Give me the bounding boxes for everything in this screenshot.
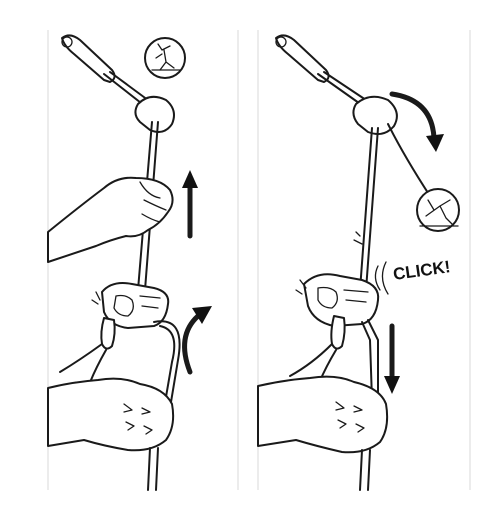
climber-inset bbox=[144, 37, 186, 79]
right-panel: CLICK! bbox=[257, 30, 471, 491]
arrow-down-icon bbox=[384, 323, 400, 394]
belay-device bbox=[295, 273, 380, 327]
belay-device bbox=[91, 282, 170, 329]
quickdraw bbox=[61, 34, 175, 133]
rope-upper bbox=[359, 127, 373, 291]
quickdraw bbox=[275, 34, 398, 135]
rope-tail bbox=[147, 447, 159, 491]
upper-hand bbox=[47, 176, 174, 263]
left-panel bbox=[47, 30, 239, 491]
rope-brake-side bbox=[159, 325, 176, 421]
rope-tail bbox=[359, 449, 371, 491]
harness-carabiner bbox=[59, 317, 116, 401]
rope-brake-side bbox=[153, 320, 181, 421]
brake-hand bbox=[47, 377, 175, 452]
brake-hand bbox=[257, 375, 389, 454]
click-sound: CLICK! bbox=[374, 257, 452, 295]
click-label: CLICK! bbox=[392, 257, 452, 284]
rope-brake-side bbox=[361, 321, 373, 401]
arrow-curved-icon bbox=[389, 91, 444, 152]
arrow-curved-icon bbox=[182, 306, 212, 375]
rope-brake-side bbox=[367, 319, 379, 401]
rope-to-climber bbox=[387, 123, 431, 197]
falling-climber-inset bbox=[416, 188, 460, 232]
arrow-up-icon bbox=[182, 170, 198, 239]
rope-upper bbox=[365, 127, 379, 291]
rope-tension-mark bbox=[353, 231, 363, 245]
